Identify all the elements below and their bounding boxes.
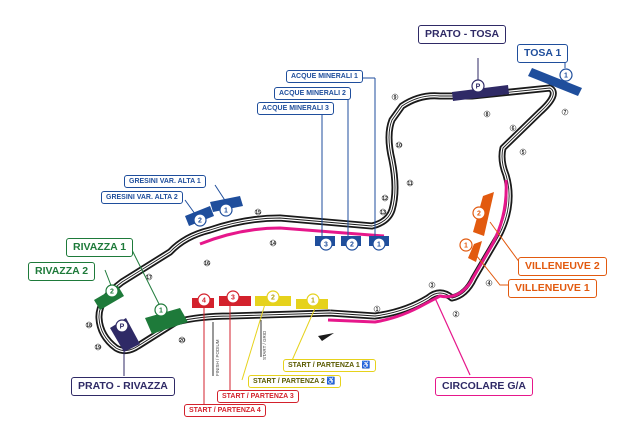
svg-text:2: 2 xyxy=(110,289,114,296)
svg-text:1: 1 xyxy=(464,243,468,250)
finish-podium-label: FINISH / PODIUM xyxy=(215,339,220,376)
svg-text:16: 16 xyxy=(204,261,210,267)
stand-villeneuve[interactable]: 2 1 xyxy=(459,192,522,286)
svg-text:19: 19 xyxy=(95,345,101,351)
stand-tosa-1[interactable]: 1 xyxy=(528,58,582,96)
svg-text:5: 5 xyxy=(522,150,525,156)
svg-text:11: 11 xyxy=(407,181,413,187)
stand-rivazza[interactable]: 2 1 xyxy=(94,249,188,334)
label-rivazza-1: RIVAZZA 1 xyxy=(66,238,134,257)
label-gresini-alta-1: GRESINI VAR. ALTA 1 xyxy=(124,175,206,188)
wheelchair-icon: ♿ xyxy=(361,362,371,369)
label-start-1-text: START / PARTENZA 1 xyxy=(288,362,360,369)
label-acque-minerali-1: ACQUE MINERALI 1 xyxy=(286,70,363,83)
label-start-2: START / PARTENZA 2 ♿ xyxy=(248,375,341,388)
svg-text:20: 20 xyxy=(179,338,185,344)
svg-text:1: 1 xyxy=(224,208,228,215)
stand-prato-tosa[interactable]: P xyxy=(452,58,509,101)
svg-text:3: 3 xyxy=(231,295,235,302)
pit-straight-markers: FINISH / PODIUM START / GRID xyxy=(212,320,334,376)
svg-text:12: 12 xyxy=(382,196,388,202)
svg-text:14: 14 xyxy=(270,241,276,247)
svg-text:1: 1 xyxy=(159,308,163,315)
svg-text:8: 8 xyxy=(486,112,489,118)
svg-text:7: 7 xyxy=(564,110,567,116)
svg-text:1: 1 xyxy=(377,242,381,249)
label-villeneuve-2: VILLENEUVE 2 xyxy=(518,257,607,276)
label-start-4: START / PARTENZA 4 xyxy=(184,404,266,417)
svg-text:1: 1 xyxy=(376,307,379,313)
label-acque-minerali-3: ACQUE MINERALI 3 xyxy=(257,102,334,115)
label-start-1: START / PARTENZA 1 ♿ xyxy=(283,359,376,372)
svg-text:4: 4 xyxy=(202,298,206,305)
svg-text:2: 2 xyxy=(198,218,202,225)
svg-text:1: 1 xyxy=(311,298,315,305)
svg-text:2: 2 xyxy=(350,242,354,249)
svg-text:3: 3 xyxy=(324,242,328,249)
stand-acque-minerali[interactable]: 3 2 1 xyxy=(312,77,389,251)
svg-text:1: 1 xyxy=(564,73,568,80)
circolare-route xyxy=(327,179,508,324)
label-start-3: START / PARTENZA 3 xyxy=(217,390,299,403)
svg-text:17: 17 xyxy=(146,275,152,281)
svg-text:18: 18 xyxy=(86,323,92,329)
svg-text:P: P xyxy=(120,324,125,331)
wheelchair-icon: ♿ xyxy=(326,378,336,385)
label-acque-minerali-2: ACQUE MINERALI 2 xyxy=(274,87,351,100)
stand-gresini-alta[interactable]: 2 1 xyxy=(184,184,243,227)
svg-text:15: 15 xyxy=(255,210,261,216)
svg-text:9: 9 xyxy=(394,95,397,101)
svg-text:13: 13 xyxy=(380,210,386,216)
svg-text:3: 3 xyxy=(431,283,434,289)
parking-icon: P xyxy=(476,84,481,91)
stand-prato-rivazza[interactable]: P xyxy=(110,318,140,376)
svg-text:2: 2 xyxy=(455,312,458,318)
label-gresini-alta-2: GRESINI VAR. ALTA 2 xyxy=(101,191,183,204)
label-circolare: CIRCOLARE G/A xyxy=(435,377,533,396)
label-prato-tosa: PRATO - TOSA xyxy=(418,25,507,44)
svg-text:2: 2 xyxy=(477,211,481,218)
finish-flag-icon xyxy=(318,333,334,341)
label-rivazza-2: RIVAZZA 2 xyxy=(28,262,96,281)
start-grid-label: START / GRID xyxy=(262,330,267,360)
svg-text:10: 10 xyxy=(396,143,402,149)
svg-text:4: 4 xyxy=(488,281,491,287)
label-prato-rivazza: PRATO - RIVAZZA xyxy=(71,377,175,396)
label-villeneuve-1: VILLENEUVE 1 xyxy=(508,279,597,298)
svg-text:6: 6 xyxy=(512,126,515,132)
label-start-2-text: START / PARTENZA 2 xyxy=(253,378,325,385)
turn-markers: 1 2 3 4 5 6 7 8 9 10 11 12 13 14 15 16 1… xyxy=(85,93,569,351)
svg-text:2: 2 xyxy=(271,295,275,302)
label-tosa-1: TOSA 1 xyxy=(517,44,569,63)
